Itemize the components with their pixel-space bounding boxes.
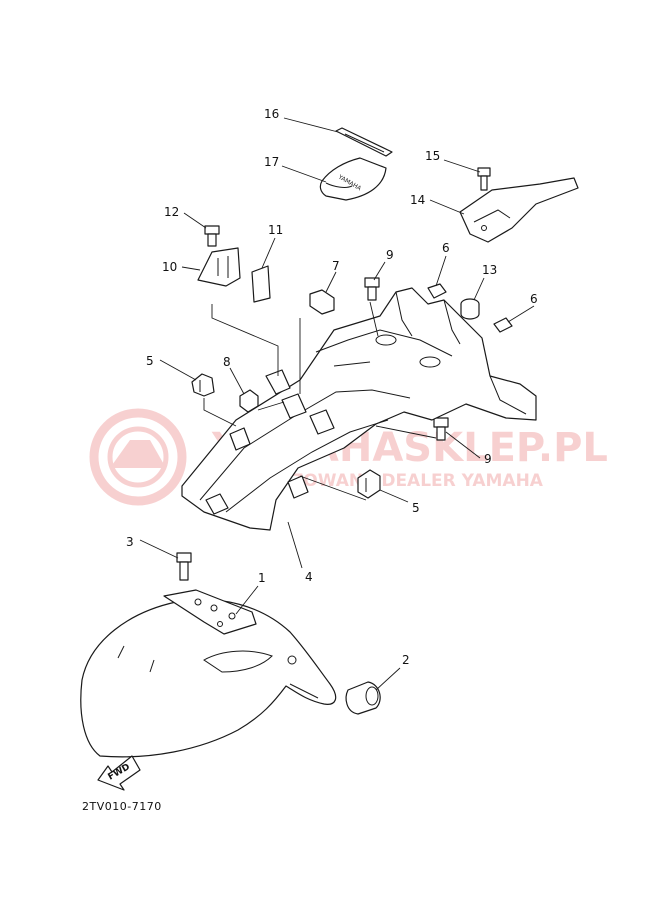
callout-3: 3 xyxy=(126,535,134,549)
part-15-bolt xyxy=(477,167,491,191)
part-11-plate xyxy=(251,265,271,303)
part-9-bolt-lower xyxy=(433,417,449,441)
part-16-strap xyxy=(335,127,393,157)
callout-1: 1 xyxy=(258,571,266,585)
callout-14: 14 xyxy=(410,193,425,207)
fwd-arrow-icon: FWD xyxy=(97,755,141,791)
part-12-bolt xyxy=(204,225,220,247)
callout-16: 16 xyxy=(264,107,279,121)
callout-6-b: 6 xyxy=(530,292,538,306)
part-13-grommet xyxy=(460,298,480,320)
part-10-bracket xyxy=(197,247,241,287)
callout-numbers: 16 17 15 14 12 10 11 7 9 6 13 6 5 8 9 5 … xyxy=(126,107,538,667)
callout-5-right: 5 xyxy=(412,501,420,515)
part-5-clip-left xyxy=(191,373,215,397)
watermark-logo-icon xyxy=(89,408,187,506)
diagram-code: 2TV010-7170 xyxy=(82,800,162,813)
callout-11: 11 xyxy=(268,223,283,237)
part-6-damper-b xyxy=(493,317,513,333)
callout-12: 12 xyxy=(164,205,179,219)
callout-4: 4 xyxy=(305,570,313,584)
part-17-toolbag: YAMAHA xyxy=(319,157,387,201)
callout-2: 2 xyxy=(402,653,410,667)
callout-15: 15 xyxy=(425,149,440,163)
part-6-damper-a xyxy=(427,283,447,299)
part-7-pad xyxy=(309,289,335,315)
callout-9-upper: 9 xyxy=(386,248,394,262)
part-9-bolt-upper xyxy=(364,277,380,301)
callout-9-lower: 9 xyxy=(484,452,492,466)
callout-7: 7 xyxy=(332,259,340,273)
part-2-cap xyxy=(345,681,381,715)
callout-6-a: 6 xyxy=(442,241,450,255)
callout-8: 8 xyxy=(223,355,231,369)
callout-13: 13 xyxy=(482,263,497,277)
part-3-bolt xyxy=(176,552,192,581)
callout-5-left: 5 xyxy=(146,354,154,368)
callout-10: 10 xyxy=(162,260,177,274)
part-1-front-fender xyxy=(80,589,337,758)
callout-17: 17 xyxy=(264,155,279,169)
part-4-rear-fender xyxy=(181,287,537,531)
leader-lines xyxy=(139,117,535,691)
part-14-lock-bracket xyxy=(459,177,579,243)
